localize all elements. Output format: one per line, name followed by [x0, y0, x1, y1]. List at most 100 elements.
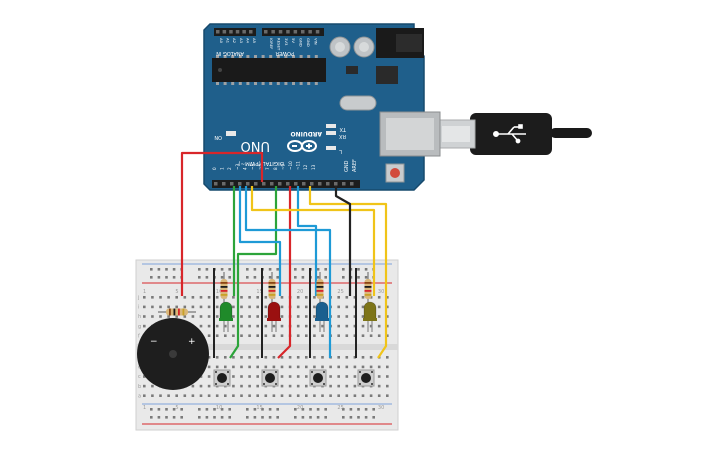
buzzer-hole [169, 350, 177, 358]
row-letter: d [138, 365, 141, 371]
chip-pins-top [216, 55, 318, 58]
analog-label: ANALOG IN [216, 50, 244, 56]
analog-pin-label: A5 [252, 38, 257, 44]
led [363, 301, 377, 321]
wire-blue-led-3-c [296, 186, 318, 296]
column-number: 25 [337, 289, 343, 295]
board-brand-label: ARDUINO [291, 130, 322, 137]
wire-red-5v [180, 151, 264, 296]
column-number: 30 [378, 405, 384, 411]
wire-green-led-1-b [229, 186, 278, 359]
crystal [339, 95, 377, 111]
row-letter: g [138, 324, 141, 330]
row-letter: b [138, 384, 141, 390]
ground-jumpers [213, 268, 357, 358]
power-pin-label: GND [306, 38, 311, 47]
leds [219, 301, 377, 332]
digital-pin-label: 0 [212, 167, 217, 170]
gnd-label: GND [344, 160, 350, 172]
microcontroller-chip [212, 58, 326, 82]
rx-led [326, 131, 336, 135]
tx-led [326, 124, 336, 128]
column-number: 1 [143, 289, 146, 295]
usb-plug-inner [442, 126, 470, 142]
digital-pin-label: ~3 [235, 163, 240, 170]
digital-pin-label: ~11 [296, 161, 301, 170]
wires [180, 151, 388, 359]
analog-pin-label: A2 [232, 38, 237, 44]
analog-pin-label: A0 [219, 38, 224, 44]
push-buttons [213, 369, 375, 387]
column-number: 20 [297, 405, 303, 411]
column-number: 5 [175, 289, 178, 295]
breadboard-center-channel [136, 344, 398, 350]
analog-pin-label: A4 [245, 38, 250, 44]
column-number: 1 [143, 405, 146, 411]
usb-cable [436, 113, 592, 155]
analog-header [214, 28, 256, 36]
led [267, 301, 281, 321]
led [219, 301, 233, 321]
digital-pin-label: 8 [273, 167, 278, 170]
chip-pins-bottom [216, 82, 318, 85]
rx-led-label: RX [339, 133, 346, 139]
tx-led-label: TX [339, 126, 347, 132]
wire-red-led-2 [277, 186, 292, 359]
power-header [262, 28, 324, 36]
l-led-label: L [339, 148, 342, 154]
digital-pin-label: ~6 [258, 163, 263, 170]
column-number: 15 [256, 405, 262, 411]
resistors [158, 272, 372, 316]
row-letter: c [138, 374, 141, 380]
power-pin-label: VIN [313, 38, 318, 45]
row-letter: f [138, 333, 140, 339]
digital-pin-label: ~9 [280, 163, 285, 170]
led [315, 301, 329, 321]
voltage-regulator [376, 66, 398, 84]
board-model-label: UNO [241, 138, 270, 153]
column-number: 20 [297, 289, 303, 295]
piezo-buzzer: − + [137, 318, 209, 390]
digital-pin-label: ~10 [288, 161, 293, 170]
power-pin-label: 3V3 [284, 38, 289, 46]
analog-pin-label: A3 [239, 38, 244, 44]
power-pin-label: IOREF [269, 38, 274, 49]
row-letter: i [138, 305, 139, 311]
analog-pin-label: A1 [226, 38, 231, 44]
buzzer-minus-icon: − [150, 337, 158, 347]
column-number: 15 [256, 289, 262, 295]
buzzer-plus-icon: + [188, 337, 196, 347]
column-number: 25 [337, 405, 343, 411]
digital-pin-label: 13 [311, 164, 316, 170]
digital-pin-label: 2 [227, 167, 232, 170]
column-number: 30 [378, 289, 384, 295]
wire-blue-led-3-a [244, 186, 332, 358]
wire-black-gnd [334, 186, 352, 296]
power-pin-label: 5V [291, 38, 296, 43]
digital-pin-label: ~5 [250, 163, 255, 170]
wire-yellow-a [250, 186, 376, 296]
digital-pin-label: 4 [242, 167, 247, 170]
l-led [326, 146, 336, 150]
usb-icon [492, 124, 526, 144]
usb-cable-cord [550, 128, 592, 138]
wire-yellow-b [308, 186, 388, 359]
row-letter: j [137, 295, 139, 301]
wire-blue-led-3-b [238, 186, 282, 296]
power-pin-label: RESET [276, 38, 281, 51]
digital-pin-label: 12 [303, 164, 308, 170]
power-label: POWER [275, 50, 294, 56]
row-letter: a [138, 393, 141, 399]
column-number: 10 [216, 289, 222, 295]
column-number: 5 [175, 405, 178, 411]
digital-pin-label: 1 [220, 167, 225, 170]
on-led [226, 131, 236, 136]
aref-label: AREF [352, 159, 358, 172]
on-led-label: ON [214, 134, 222, 140]
power-pin-label: GND [299, 38, 304, 47]
row-letter: h [138, 314, 141, 320]
